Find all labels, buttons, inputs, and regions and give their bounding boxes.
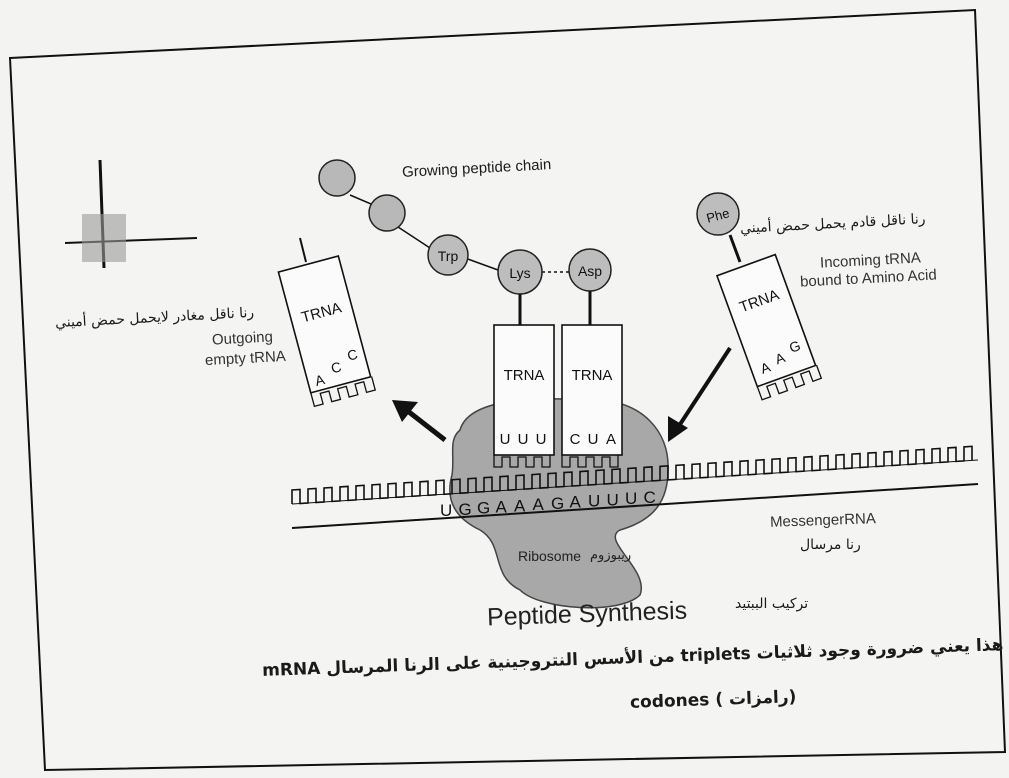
amino-acid-circle [369,195,405,231]
anticodon-base: U [536,431,547,448]
mrna-base: U [588,492,600,511]
mrna-base: A [570,493,582,512]
anticodon-base: U [518,431,529,448]
trna-label: TRNA [572,367,613,384]
anticodon-base: A [606,431,616,448]
mrna-base: C [644,488,656,507]
anticodon-base: U [588,431,599,448]
trna-asp: TRNA C U A [562,325,622,467]
messenger-rna-arabic-label: رنا مرسال [800,537,861,553]
ribosome-arabic-label: ريبوزوم [590,548,631,563]
mrna-base: A [514,496,526,515]
asp-label: Asp [578,263,602,279]
amino-acid-circle [319,160,355,196]
amino-acid-trp: Trp [428,235,468,275]
mrna-base: U [607,490,619,509]
mrna-base: A [533,495,545,514]
mrna-base: G [551,494,564,513]
amino-acid-lys: Lys [498,250,542,294]
ribosome-label: Ribosome [518,548,581,564]
trna-lys: TRNA U U U [494,325,554,467]
lys-label: Lys [509,265,530,281]
trp-label: Trp [438,248,459,264]
amino-acid-asp: Asp [569,249,611,291]
trna-label: TRNA [504,367,545,384]
amino-acid-phe: Phe [697,193,739,235]
mrna-base: G [477,499,490,518]
anticodon-base: U [500,431,511,448]
mrna-base: U [625,489,637,508]
peptide-synthesis-arabic-title: تركيب الببتيد [735,596,808,612]
outgoing-english-label-1: Outgoing [212,328,274,348]
mrna-base: G [459,500,472,519]
mrna-base: A [496,497,508,516]
anticodon-base: C [570,431,581,448]
mrna-base: U [440,501,452,520]
